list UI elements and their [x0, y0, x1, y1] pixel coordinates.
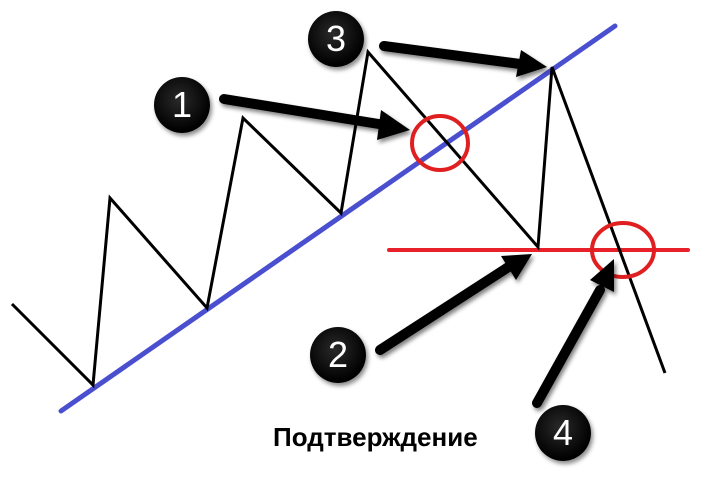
- badge-2-label: 2: [327, 334, 349, 375]
- badge-2: 2: [310, 327, 366, 383]
- confirmation-caption: Подтверждение: [273, 422, 478, 452]
- badge-4: 4: [535, 405, 591, 461]
- price-zigzag-line: [10, 48, 667, 389]
- arrow-3-icon: [379, 41, 547, 77]
- badge-3-label: 3: [325, 18, 347, 59]
- support-break-circle: [590, 221, 656, 279]
- trendline-break-circle: [410, 114, 470, 172]
- arrow-4-icon: [532, 259, 614, 408]
- badge-4-label: 4: [552, 412, 574, 453]
- badge-1: 1: [154, 77, 210, 133]
- badge-1-label: 1: [171, 84, 193, 125]
- badge-3: 3: [308, 11, 364, 67]
- arrow-1-icon: [219, 94, 410, 140]
- arrow-2-icon: [375, 254, 532, 355]
- rising-trendline: [58, 23, 618, 414]
